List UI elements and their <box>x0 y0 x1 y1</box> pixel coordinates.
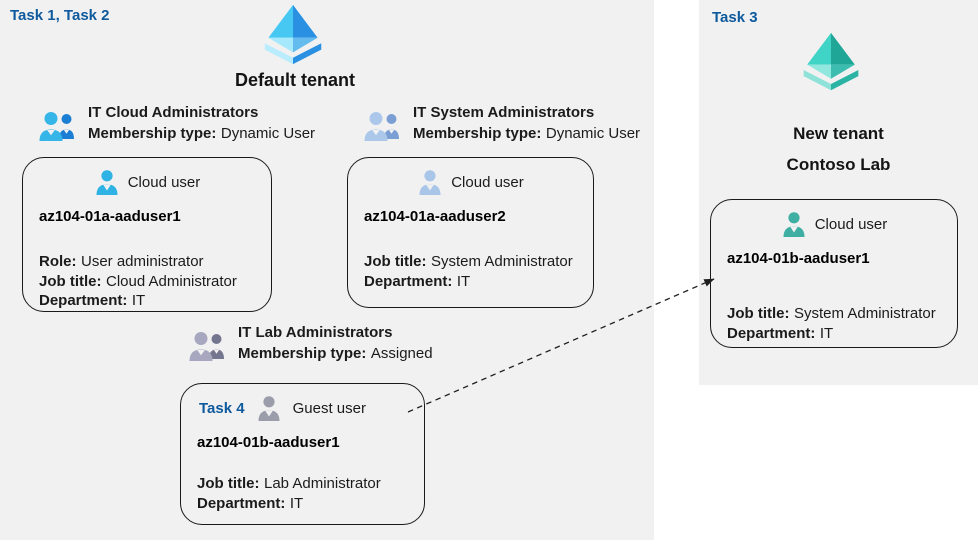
user-fields: Job title:System Administrator Departmen… <box>727 304 941 343</box>
field-department: Department:IT <box>39 292 146 309</box>
membership-value: Assigned <box>370 345 433 362</box>
guest-user-icon <box>258 395 280 421</box>
membership-label: Membership type: <box>238 345 367 362</box>
azure-ad-tenant-icon-teal <box>803 32 859 91</box>
user-fields: Job title:Lab Administrator Department:I… <box>197 474 408 513</box>
group-title: IT System Administrators <box>413 104 595 121</box>
azure-ad-tenant-icon <box>264 4 322 65</box>
username: az104-01b-aaduser1 <box>727 250 870 267</box>
user-card-aaduser1: Cloud user az104-01a-aaduser1 Role:User … <box>22 157 272 312</box>
card-header: Cloud user <box>364 167 577 197</box>
group-text: IT Lab Administrators Membership type:As… <box>238 324 433 362</box>
task-label-3: Task 3 <box>712 9 758 26</box>
field-department: Department:IT <box>727 324 834 342</box>
group-it-cloud-administrators: IT Cloud Administrators Membership type:… <box>38 104 315 145</box>
field-job-title: Job title:Lab Administrator <box>197 475 381 492</box>
user-type-label: Cloud user <box>814 215 888 233</box>
group-text: IT Cloud Administrators Membership type:… <box>88 104 315 142</box>
group-title: IT Cloud Administrators <box>88 104 259 121</box>
card-header: Cloud user <box>727 209 941 239</box>
tenant-name-line1: New tenant <box>793 124 884 143</box>
username: az104-01a-aaduser1 <box>39 208 181 225</box>
group-membership: Membership type:Dynamic User <box>88 125 315 142</box>
user-group-icon <box>189 332 224 361</box>
new-tenant-panel: Task 3 New tenant Contoso Lab Cloud user… <box>699 0 978 385</box>
group-it-system-administrators: IT System Administrators Membership type… <box>363 104 640 145</box>
user-group-icon <box>364 112 399 141</box>
tenant-name: Default tenant <box>234 70 355 90</box>
task-label-1-2: Task 1, Task 2 <box>10 7 110 24</box>
group-membership: Membership type:Dynamic User <box>413 125 640 142</box>
cloud-user-icon <box>96 169 118 195</box>
user-fields: Role:User administrator Job title:Cloud … <box>39 252 255 311</box>
cloud-user-icon <box>783 211 805 237</box>
membership-label: Membership type: <box>413 125 542 142</box>
user-type-label: Guest user <box>292 399 366 417</box>
username: az104-01b-aaduser1 <box>197 434 340 451</box>
user-fields: Job title:System Administrator Departmen… <box>364 252 577 291</box>
card-header: Task 4 Guest user <box>197 393 408 423</box>
field-job-title: Job title:Cloud Administrator <box>39 272 237 290</box>
membership-value: Dynamic User <box>545 125 641 142</box>
tenant-name-line2: Contoso Lab <box>786 155 891 174</box>
field-department: Department:IT <box>197 494 304 512</box>
task-label-4: Task 4 <box>199 399 245 417</box>
card-header: Cloud user <box>39 167 255 197</box>
field-role: Role:User administrator <box>39 253 204 270</box>
user-group-icon <box>39 112 74 141</box>
user-type-label: Cloud user <box>127 173 201 191</box>
default-tenant-panel: Task 1, Task 2 Default tenant IT Cloud A… <box>0 0 654 540</box>
field-job-title: Job title:System Administrator <box>727 305 936 322</box>
group-membership: Membership type:Assigned <box>238 345 433 362</box>
user-card-aaduser2: Cloud user az104-01a-aaduser2 Job title:… <box>347 157 594 308</box>
username: az104-01a-aaduser2 <box>364 208 506 225</box>
membership-label: Membership type: <box>88 125 217 142</box>
user-card-new-tenant: Cloud user az104-01b-aaduser1 Job title:… <box>710 199 958 348</box>
tenant-name: New tenant Contoso Lab <box>699 118 978 180</box>
field-job-title: Job title:System Administrator <box>364 253 573 270</box>
guest-user-card: Task 4 Guest user az104-01b-aaduser1 Job… <box>180 383 425 525</box>
cloud-user-icon <box>419 169 441 195</box>
field-department: Department:IT <box>364 272 471 290</box>
group-text: IT System Administrators Membership type… <box>413 104 640 142</box>
group-it-lab-administrators: IT Lab Administrators Membership type:As… <box>188 324 433 365</box>
group-title: IT Lab Administrators <box>238 324 393 341</box>
user-type-label: Cloud user <box>451 173 524 191</box>
membership-value: Dynamic User <box>220 125 316 142</box>
